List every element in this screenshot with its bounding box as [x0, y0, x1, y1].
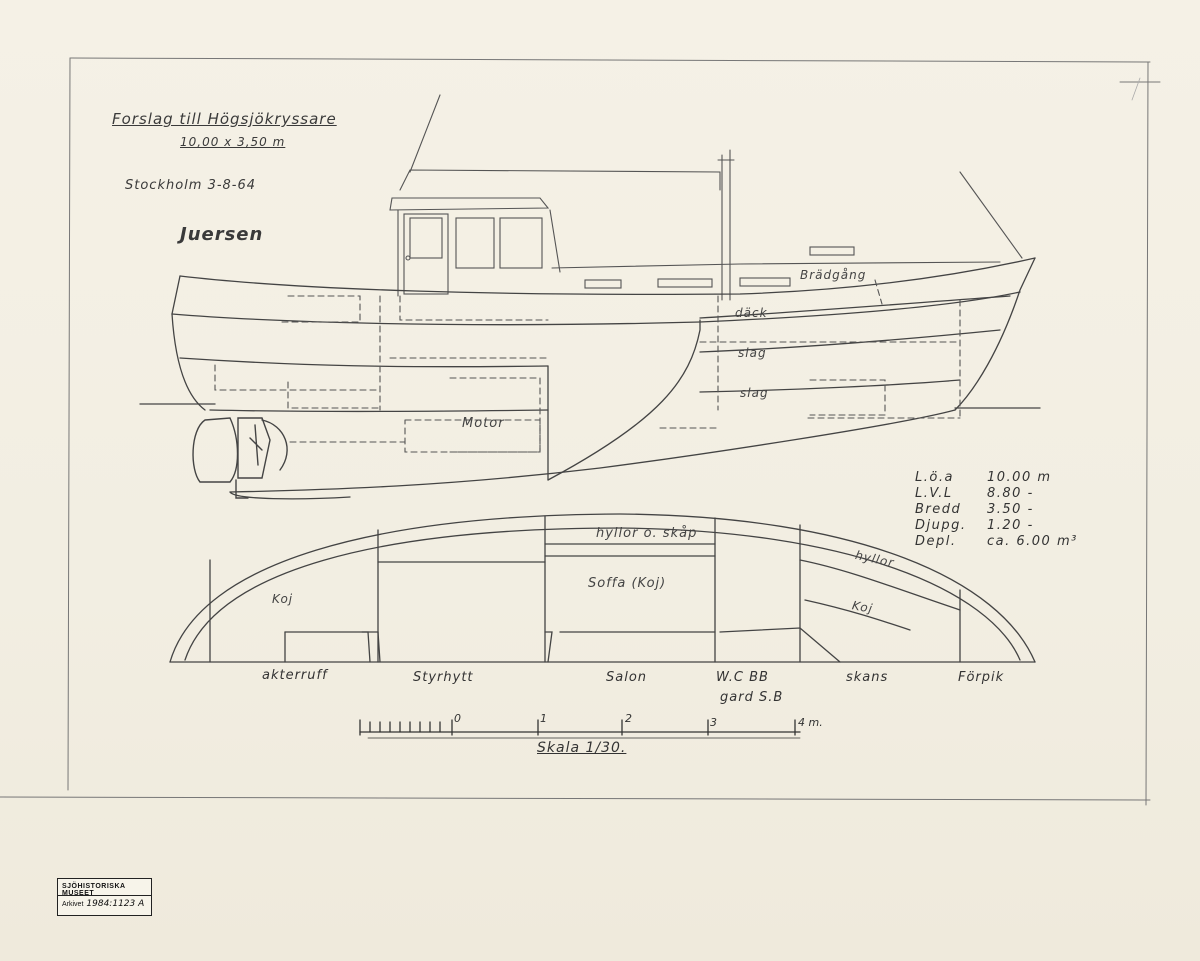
signature: Juersen	[180, 224, 264, 245]
stamp-archive-label: Arkivet	[62, 901, 84, 908]
spec-key: L.ö.a	[915, 470, 954, 485]
room-gard: gard S.B	[720, 690, 784, 705]
scale-tick-0: 0	[454, 712, 461, 725]
label-koj-aft: Koj	[272, 592, 294, 606]
specs-table: L.ö.a 10.00 m L.V.L 8.80 - Bredd 3.50 - Dju…	[915, 470, 1078, 550]
spec-row: Djupg. 1.20 -	[915, 518, 1078, 534]
scale-tick-2: 2	[625, 712, 632, 725]
room-forpik: Förpik	[958, 670, 1005, 685]
spec-row: Bredd 3.50 -	[915, 502, 1078, 518]
spec-key: Depl.	[915, 534, 957, 549]
spec-key: L.V.L	[915, 486, 953, 501]
label-soffa: Soffa (Koj)	[588, 576, 667, 591]
room-salon: Salon	[606, 670, 648, 685]
room-styrhytt: Styrhytt	[413, 670, 474, 685]
room-akterruff: akterruff	[262, 668, 328, 683]
spec-key: Bredd	[915, 502, 962, 517]
spec-value: 1.20 -	[987, 518, 1034, 533]
place-date: Stockholm 3-8-64	[125, 178, 257, 193]
fold-mark	[1131, 77, 1141, 101]
scale-title: Skala 1/30.	[537, 740, 627, 756]
label-slag-upper: slag	[738, 346, 767, 360]
spec-value: ca. 6.00 m³	[987, 534, 1078, 549]
hull-profile	[139, 257, 1041, 500]
scale-bar	[359, 719, 801, 739]
spec-value: 3.50 -	[987, 502, 1034, 517]
stamp-divider	[58, 895, 151, 896]
label-dack: däck	[735, 306, 768, 320]
wheelhouse	[389, 169, 1001, 297]
spec-row: L.ö.a 10.00 m	[915, 470, 1078, 486]
stamp-number: 1984:1123 A	[86, 899, 145, 909]
room-skans: skans	[846, 670, 889, 685]
label-motor: Motor	[462, 416, 505, 431]
spec-key: Djupg.	[915, 518, 967, 533]
rudder	[192, 417, 288, 499]
spec-value: 8.80 -	[987, 486, 1034, 501]
label-hyllor-skap: hyllor o. skåp	[596, 526, 698, 541]
spec-value: 10.00 m	[987, 470, 1052, 485]
stamp-museum-name: SJÖHISTORISKA MUSEET	[62, 883, 126, 897]
label-slag-lower: slag	[740, 386, 769, 400]
scale-tick-4: 4 m.	[798, 716, 823, 729]
rigging	[409, 94, 1023, 301]
room-wc: W.C BB	[716, 670, 769, 685]
spec-row: L.V.L 8.80 -	[915, 486, 1078, 502]
border-frame	[0, 57, 1161, 806]
drawing-title: Forslag till Högsjökryssare	[112, 110, 337, 128]
plan-view	[169, 513, 1036, 663]
interior-dashed	[214, 279, 961, 453]
scale-tick-1: 1	[540, 712, 547, 725]
label-bradgang: Brädgång	[800, 268, 867, 282]
scale-tick-3: 3	[710, 716, 717, 729]
drawing-subtitle: 10,00 x 3,50 m	[180, 135, 286, 149]
spec-row: Depl. ca. 6.00 m³	[915, 534, 1078, 550]
